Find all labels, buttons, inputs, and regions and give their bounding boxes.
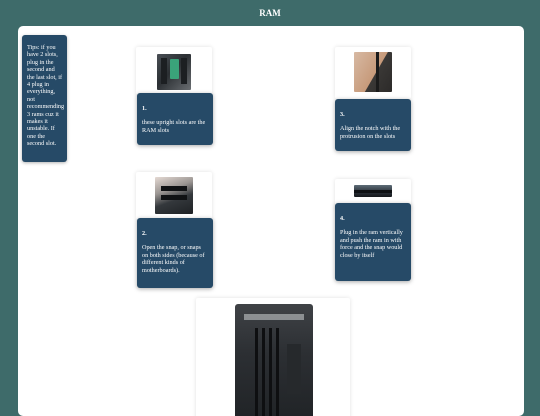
step-2-image-card[interactable]: [136, 172, 212, 220]
step-4-number: 4.: [340, 215, 345, 222]
step-4-photo: [354, 185, 392, 197]
step-1-number: 1.: [142, 105, 147, 112]
step-3-card[interactable]: 3. Align the notch with the protrusion o…: [335, 99, 411, 151]
step-2-number: 2.: [142, 230, 147, 237]
step-4-card[interactable]: 4. Plug in the ram vertically and push t…: [335, 203, 411, 281]
step-4-text: Plug in the ram vertically and push the …: [340, 229, 403, 259]
step-1-image-card[interactable]: [136, 47, 212, 95]
storyboard-canvas[interactable]: Tips: if you have 2 slots, plug in the s…: [18, 26, 524, 416]
step-2-photo: [155, 177, 193, 214]
motherboard-image-card[interactable]: [196, 298, 350, 416]
tips-text: Tips: if you have 2 slots, plug in the s…: [27, 44, 65, 148]
step-3-text: Align the notch with the protrusion on t…: [340, 125, 401, 140]
step-3-photo: [354, 52, 392, 92]
step-1-card[interactable]: 1. these upright slots are the RAM slots: [137, 93, 213, 145]
step-2-card[interactable]: 2. Open the snap, or snaps on both sides…: [137, 218, 213, 288]
step-2-text: Open the snap, or snaps on both sides (b…: [142, 244, 205, 274]
step-3-number: 3.: [340, 111, 345, 118]
page-header: RAM: [0, 0, 540, 26]
step-1-text: these upright slots are the RAM slots: [142, 119, 206, 134]
tips-note[interactable]: Tips: if you have 2 slots, plug in the s…: [22, 35, 67, 162]
motherboard-photo: [235, 304, 313, 416]
step-3-image-card[interactable]: [335, 47, 411, 99]
step-1-photo: [157, 54, 191, 90]
page-title: RAM: [259, 8, 281, 18]
